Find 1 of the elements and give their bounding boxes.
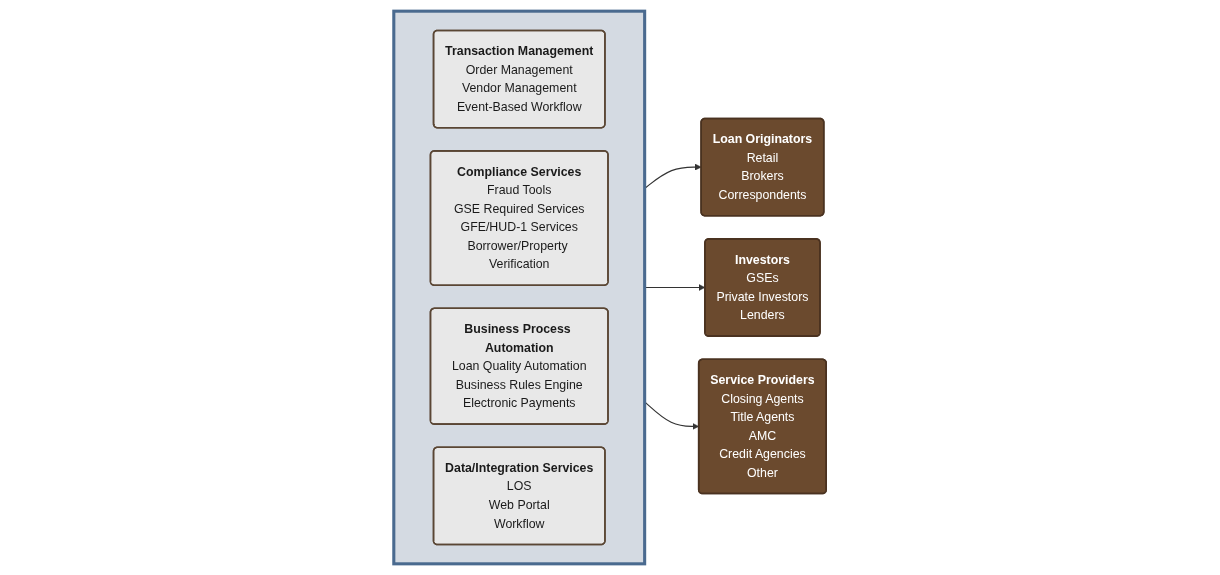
cluster [392,9,647,566]
